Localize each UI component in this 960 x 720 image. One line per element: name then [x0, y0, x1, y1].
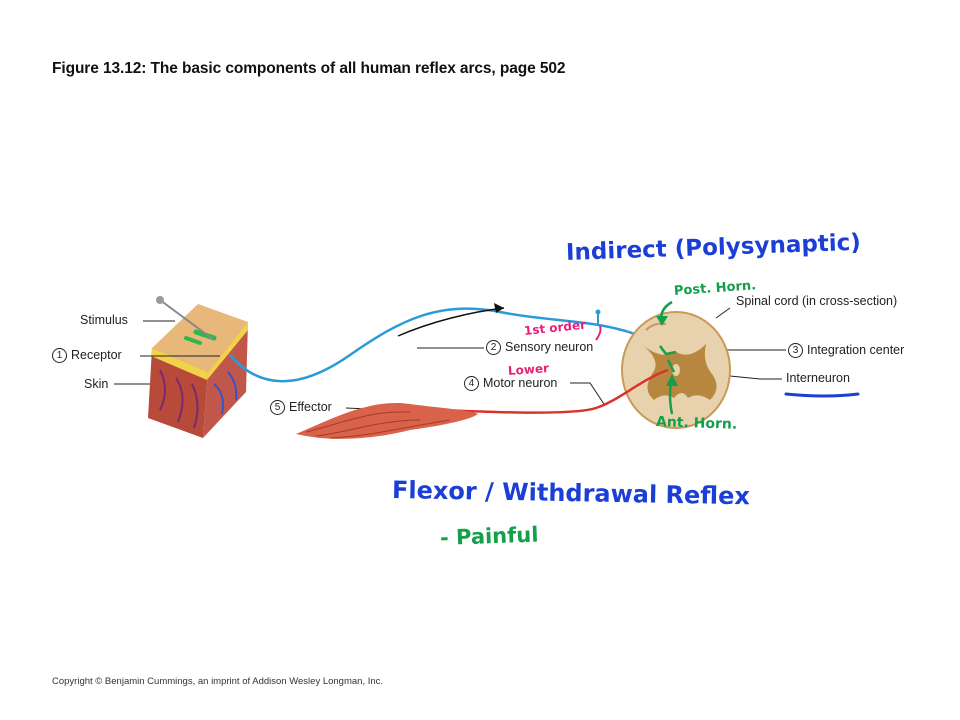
label-stimulus: Stimulus — [80, 313, 128, 327]
copyright-notice: Copyright © Benjamin Cummings, an imprin… — [52, 676, 384, 687]
number-2: 2 — [486, 340, 501, 355]
number-1: 1 — [52, 348, 67, 363]
pin-stimulus-illustration — [156, 296, 215, 341]
number-5: 5 — [270, 400, 285, 415]
impulse-direction-arrow — [397, 307, 505, 337]
interneuron-underline — [784, 392, 860, 398]
spinal-cord-illustration — [621, 311, 731, 429]
label-skin: Skin — [84, 377, 109, 391]
label-spinal-cord: Spinal cord (in cross-section) — [736, 294, 898, 308]
number-3: 3 — [788, 343, 803, 358]
label-interneuron: Interneuron — [786, 371, 850, 385]
handwritten-sub-annotation: - Painful — [439, 522, 539, 550]
handwritten-lower: Lower — [507, 361, 550, 378]
handwritten-ant-horn: Ant. Horn. — [655, 414, 738, 433]
figure-title: Figure 13.12: The basic components of al… — [52, 60, 566, 77]
sensory-neuron-path — [229, 307, 669, 383]
number-4: 4 — [464, 376, 479, 391]
effector-muscle-illustration — [296, 402, 478, 439]
skin-block-illustration — [148, 304, 248, 438]
